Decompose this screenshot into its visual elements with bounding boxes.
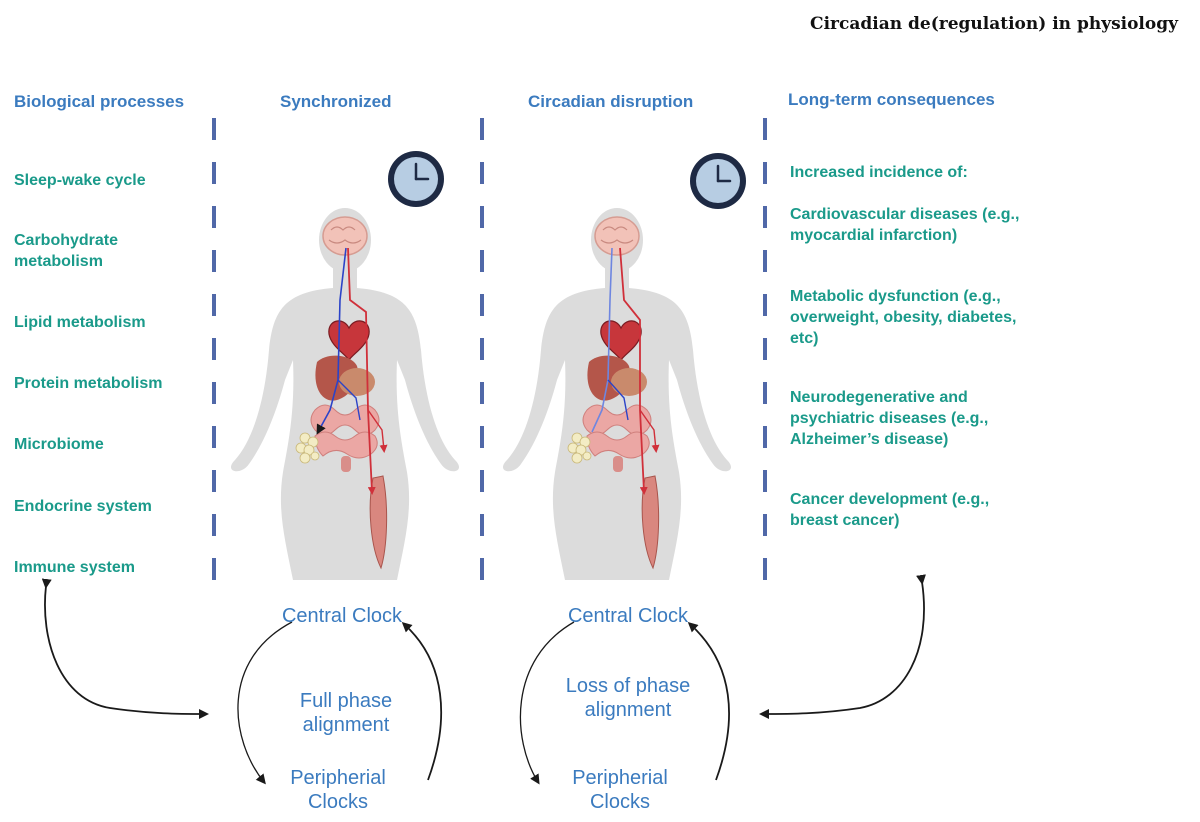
process-item: Sleep-wake cycle [14, 172, 146, 189]
heading-synchronized: Synchronized [280, 92, 392, 111]
process-item: Immune system [14, 559, 135, 576]
consequence-item: Cardiovascular diseases (e.g., myocardia… [790, 206, 1020, 244]
arrow-central-to-peripheral [519, 621, 575, 785]
arrow-peripheral-to-central [687, 621, 730, 781]
process-item: Carbohydrate metabolism [14, 232, 119, 270]
process-item: Protein metabolism [14, 375, 163, 392]
page-title: Circadian de(regulation) in physiology [810, 14, 1178, 34]
clock-icon-synchronized [386, 149, 446, 209]
heading-long-term-consequences: Long-term consequences [788, 90, 995, 109]
human-body-disruption [502, 207, 732, 581]
human-body-synchronized [230, 207, 460, 581]
heading-circadian-disruption: Circadian disruption [528, 92, 694, 111]
heading-biological-processes: Biological processes [14, 92, 185, 111]
consequence-item: Metabolic dysfunction (e.g., overweight,… [790, 288, 1017, 347]
process-item: Endocrine system [14, 498, 152, 515]
label-peripheral-clocks-sync: Peripherial Clocks [290, 767, 386, 813]
arrow-consequences-link [759, 574, 926, 719]
process-item: Microbiome [14, 436, 104, 453]
arrow-processes-link [41, 578, 209, 719]
consequence-item: Neurodegenerative and psychiatric diseas… [790, 389, 989, 448]
consequence-item: Cancer development (e.g., breast cancer) [790, 491, 990, 529]
vessels-disruption [591, 247, 660, 495]
consequences-intro: Increased incidence of: [790, 164, 968, 181]
label-central-clock-sync: Central Clock [281, 605, 403, 627]
clock-icon-disruption [688, 151, 748, 211]
label-phase-alignment-disruption: Loss of phase alignment [565, 675, 691, 721]
arrow-central-to-peripheral [237, 621, 293, 785]
arrow-peripheral-to-central [401, 621, 442, 781]
process-item: Lipid metabolism [14, 314, 146, 331]
label-phase-alignment-sync: Full phase alignment [299, 690, 393, 736]
label-central-clock-disruption: Central Clock [567, 605, 689, 627]
vessels-synchronized [316, 247, 388, 495]
label-peripheral-clocks-disruption: Peripherial Clocks [572, 767, 668, 813]
